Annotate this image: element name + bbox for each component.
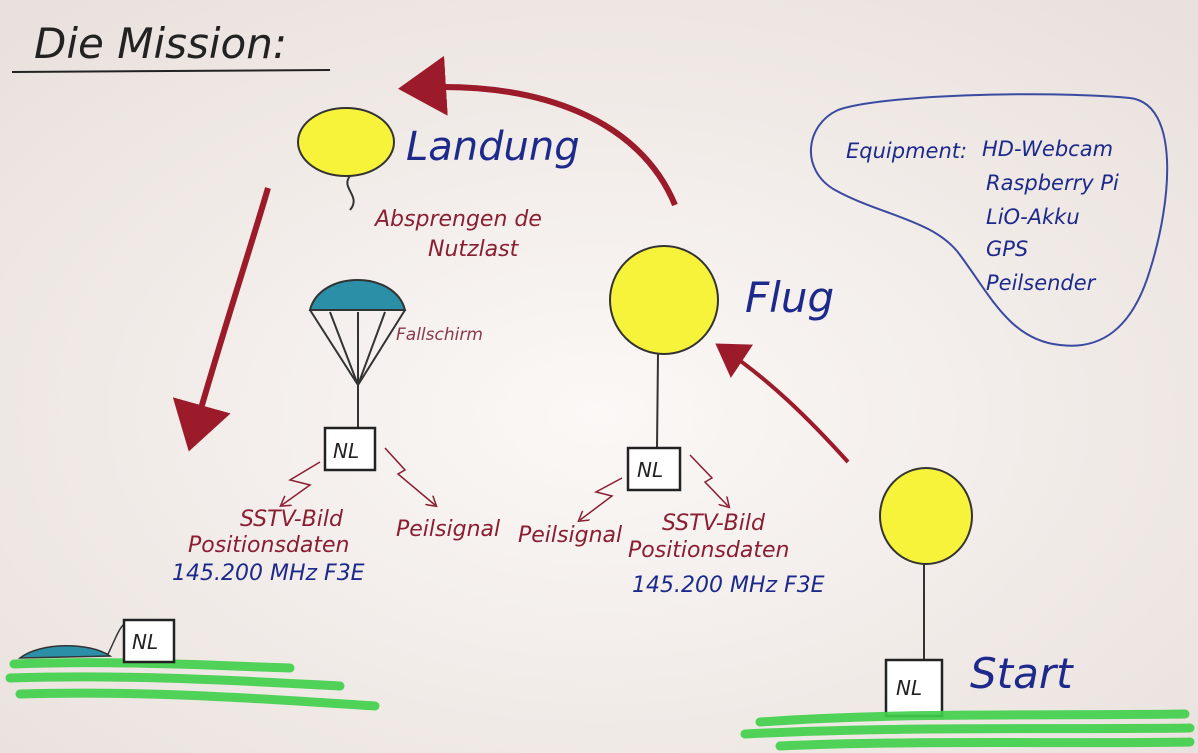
payload-box-flight: NL [626, 446, 682, 492]
landing-label: Landung [406, 124, 580, 170]
page-title: Die Mission: [34, 19, 287, 68]
start-balloon [879, 467, 973, 660]
ground-right [740, 709, 1195, 751]
flight-label: Flug [745, 273, 834, 322]
flight-balloon [609, 245, 719, 449]
right-sstv-label: SSTV-Bild [662, 511, 766, 536]
payload-box-landed: NL [122, 618, 176, 664]
left-beacon-label: Peilsignal [396, 517, 500, 542]
parachute-label: Fallschirm [396, 325, 483, 345]
landing-balloon [297, 107, 395, 211]
arrow-flight-to-landing [398, 55, 678, 207]
signal-bolt-left-a [282, 461, 321, 505]
equipment-item-webcam: HD-Webcam [982, 137, 1113, 161]
left-sstv-label: SSTV-Bild [240, 507, 344, 532]
landed-parachute [17, 623, 125, 659]
signal-bolt-right-b [689, 454, 728, 506]
payload-box-descending: NL [323, 426, 377, 472]
equipment-item-raspberry: Raspberry Pi [986, 171, 1119, 195]
parachute [308, 279, 407, 428]
svg-text:NL: NL [896, 676, 922, 700]
start-label: Start [970, 649, 1074, 698]
svg-text:NL: NL [333, 439, 359, 463]
signal-bolt-right-a [580, 477, 623, 520]
title-underline [11, 69, 331, 73]
equipment-item-beacon: Peilsender [986, 271, 1097, 295]
svg-text:NL: NL [637, 458, 663, 482]
equipment-cloud [810, 93, 1169, 347]
equipment-label: Equipment: [846, 139, 967, 163]
arrow-ascent [715, 343, 850, 464]
svg-text:NL: NL [132, 630, 158, 654]
payload-box-start: NL [884, 658, 944, 718]
right-position-label: Positionsdaten [628, 538, 789, 563]
right-frequency-label: 145.200 MHz F3E [632, 573, 825, 598]
separation-note-line1: Absprengen de [373, 207, 542, 232]
ground-left [5, 658, 380, 711]
right-beacon-label: Peilsignal [518, 523, 622, 548]
equipment-item-battery: LiO-Akku [986, 205, 1080, 229]
left-position-label: Positionsdaten [188, 533, 349, 558]
separation-note-line2: Nutzlast [428, 237, 520, 262]
signal-bolt-left-b [384, 447, 435, 505]
equipment-item-gps: GPS [986, 237, 1028, 261]
left-frequency-label: 145.200 MHz F3E [172, 561, 365, 586]
arrow-descent [172, 187, 271, 452]
